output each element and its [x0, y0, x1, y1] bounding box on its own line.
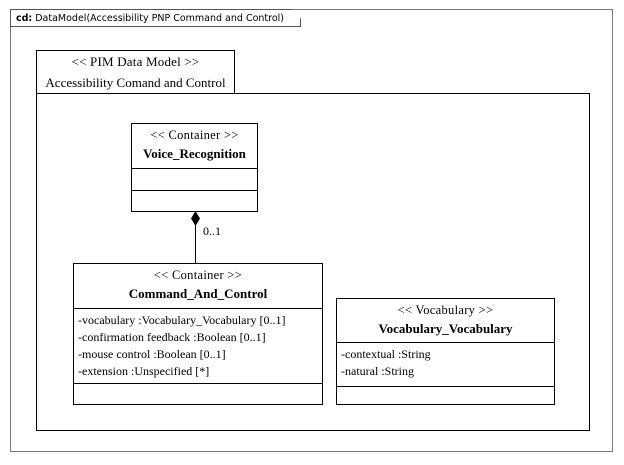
- attribute-row: -contextual :String: [341, 347, 431, 361]
- class-operations-voice-recognition: [132, 191, 257, 213]
- package-name: Accessibility Comand and Control: [45, 75, 226, 90]
- attribute-row: -extension :Unspecified [*]: [78, 364, 210, 378]
- class-header-voice-recognition: << Container >> Voice_Recognition: [132, 124, 257, 169]
- package-stereotype: << PIM Data Model >>: [71, 54, 200, 69]
- class-operations-vocabulary-vocabulary: [337, 387, 554, 406]
- class-attributes-vocabulary-vocabulary: -contextual :String -natural :String: [337, 343, 554, 387]
- class-stereotype-command-and-control: << Container >>: [153, 268, 243, 282]
- attribute-row: -confirmation feedback :Boolean [0..1]: [78, 330, 266, 344]
- association-multiplicity-source: 0..1: [203, 224, 221, 238]
- diagram-kind-label: cd:: [16, 12, 33, 24]
- class-stereotype-voice-recognition: << Container >>: [150, 128, 239, 142]
- diagram-frame-label: cd:DataModel(Accessibility PNP Command a…: [10, 9, 301, 27]
- class-attributes-voice-recognition: [132, 169, 257, 191]
- attribute-row: -natural :String: [341, 364, 414, 378]
- composition-diamond-icon: [191, 211, 200, 226]
- class-name-voice-recognition: Voice_Recognition: [143, 146, 246, 161]
- attribute-row: -vocabulary :Vocabulary_Vocabulary [0..1…: [78, 313, 286, 327]
- class-stereotype-vocabulary-vocabulary: << Vocabulary >>: [397, 303, 494, 317]
- class-header-command-and-control: << Container >> Command_And_Control: [74, 264, 322, 309]
- class-name-command-and-control: Command_And_Control: [128, 286, 268, 301]
- class-operations-command-and-control: [74, 384, 322, 404]
- diagram-title: DataModel(Accessibility PNP Command and …: [35, 12, 284, 24]
- attribute-row: -mouse control :Boolean [0..1]: [78, 347, 226, 361]
- class-command-and-control[interactable]: << Container >> Command_And_Control -voc…: [73, 263, 323, 405]
- class-header-vocabulary-vocabulary: << Vocabulary >> Vocabulary_Vocabulary: [337, 299, 554, 343]
- package-header: << PIM Data Model >> Accessibility Coman…: [36, 50, 235, 94]
- class-attributes-command-and-control: -vocabulary :Vocabulary_Vocabulary [0..1…: [74, 309, 322, 384]
- association-line-voice-recognition-command-and-control[interactable]: [195, 211, 196, 264]
- class-voice-recognition[interactable]: << Container >> Voice_Recognition: [131, 123, 258, 212]
- class-name-vocabulary-vocabulary: Vocabulary_Vocabulary: [378, 321, 513, 336]
- class-vocabulary-vocabulary[interactable]: << Vocabulary >> Vocabulary_Vocabulary -…: [336, 298, 555, 405]
